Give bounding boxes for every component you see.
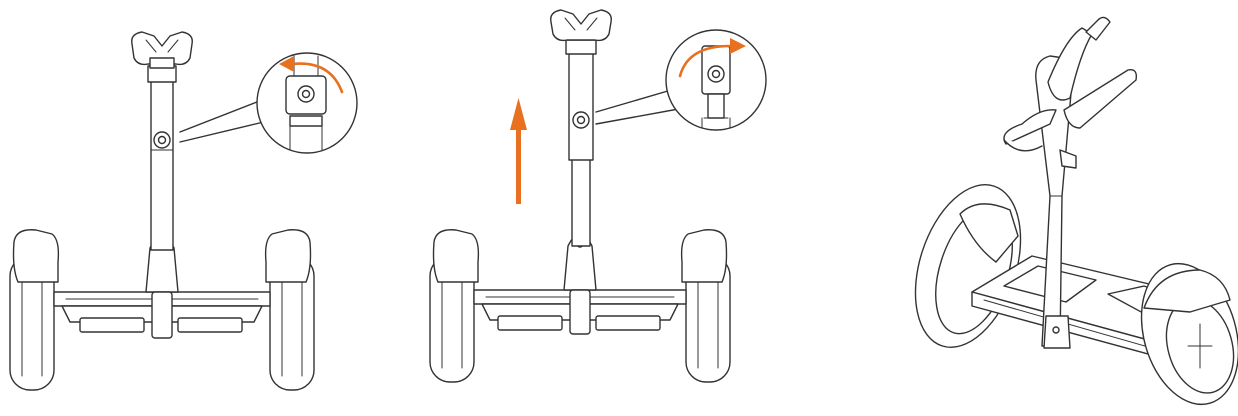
stem-base — [145, 235, 179, 339]
step-3-drawing — [914, 16, 1238, 406]
step-2-panel — [410, 0, 780, 416]
scooter-front-view-extended — [429, 9, 731, 383]
left-wheel — [429, 229, 480, 383]
right-wheel — [1140, 262, 1238, 406]
up-arrow-icon — [510, 98, 527, 204]
handle-knob — [550, 9, 612, 42]
step-3-panel — [900, 0, 1238, 416]
rotate-clockwise-arrow-icon — [678, 38, 746, 78]
step-2-callout — [595, 29, 767, 131]
knee-handlebar — [1003, 16, 1138, 152]
rotate-counterclockwise-arrow-icon — [279, 56, 344, 94]
scooter-front-view-collapsed — [9, 31, 315, 391]
step-1-drawing — [9, 31, 358, 391]
step-1-panel — [0, 0, 370, 416]
step-2-drawing — [429, 9, 767, 383]
right-wheel — [680, 229, 731, 383]
scooter-perspective-view — [914, 16, 1238, 406]
steering-stem — [147, 65, 177, 251]
step-1-callout — [179, 52, 358, 154]
right-wheel — [264, 229, 315, 391]
steering-stem — [565, 39, 597, 247]
left-wheel — [9, 229, 60, 391]
steering-stem — [1035, 55, 1077, 349]
handle-knob — [131, 31, 193, 69]
